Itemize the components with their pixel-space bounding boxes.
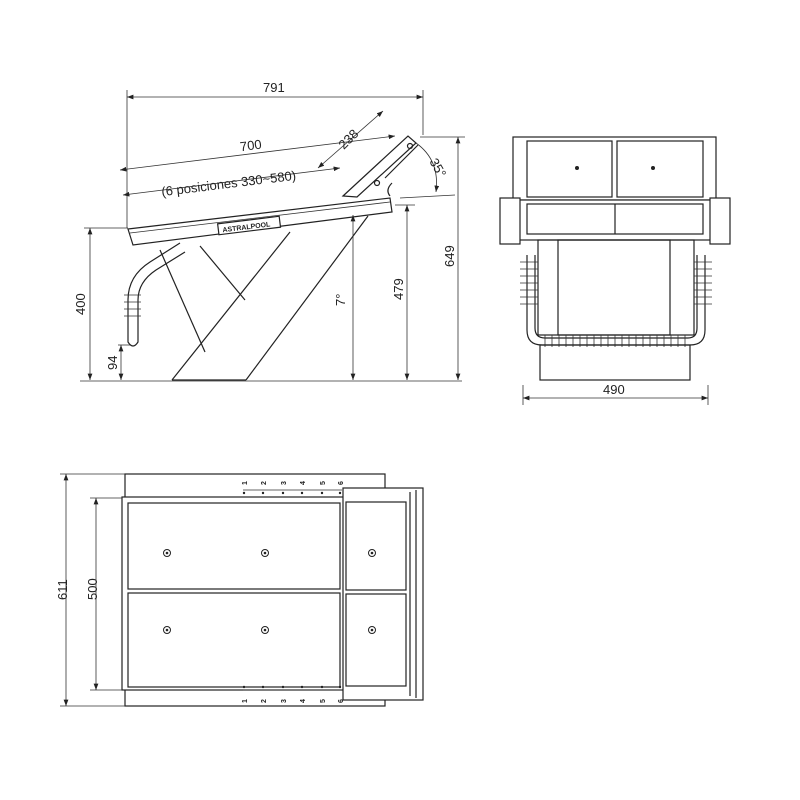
- bolt-icon: [261, 549, 269, 557]
- bolt-icon: [368, 549, 376, 557]
- bolt-icon: [163, 549, 171, 557]
- top-view: 1 1 2 2 3 3 4 4 5 5 6 6 611 500: [55, 473, 424, 707]
- angle-35: 35°: [427, 155, 450, 180]
- scale-tick: [242, 491, 246, 495]
- scale-tick: [300, 685, 304, 689]
- bolt-icon: [261, 626, 269, 634]
- dim-791: 791: [263, 80, 285, 95]
- scale-tick: [338, 491, 342, 495]
- scale-tick: [281, 491, 285, 495]
- side-view: ASTRALPOOL 791 700 (6 posiciones 330~580…: [73, 80, 465, 382]
- scale-tick: [261, 491, 265, 495]
- dim-238: 238: [335, 126, 361, 152]
- scale-number: 5: [320, 481, 327, 485]
- dim-500: 500: [85, 578, 100, 600]
- right-handle: [709, 197, 731, 245]
- angle-7: 7°: [333, 294, 348, 306]
- dim-649: 649: [442, 245, 457, 267]
- scale-tick: [242, 685, 246, 689]
- scale-tick: [261, 685, 265, 689]
- scale-number: 4: [300, 699, 307, 703]
- dim-94: 94: [105, 356, 120, 370]
- handrail: [127, 242, 186, 347]
- dim-611: 611: [55, 579, 70, 600]
- scale-tick: [338, 685, 342, 689]
- footrest: [341, 135, 417, 198]
- scale-number: 2: [261, 481, 268, 485]
- scale-number: 6: [338, 481, 345, 485]
- scale-number: 2: [261, 699, 268, 703]
- scale-tick: [320, 685, 324, 689]
- left-handle: [499, 197, 521, 245]
- scale-tick: [320, 491, 324, 495]
- brand-plate: [216, 215, 282, 236]
- scale-number: 6: [338, 699, 345, 703]
- scale-number: 3: [281, 481, 288, 485]
- scale-number: 1: [242, 481, 249, 485]
- dim-700: 700: [239, 137, 262, 155]
- scale-tick: [281, 685, 285, 689]
- scale-number: 5: [320, 699, 327, 703]
- scale-tick: [300, 491, 304, 495]
- scale-number: 3: [281, 699, 288, 703]
- dim-479: 479: [391, 278, 406, 300]
- dim-positions: (6 posiciones 330~580): [161, 168, 297, 199]
- dim-400: 400: [73, 293, 88, 315]
- dim-490: 490: [603, 382, 625, 397]
- bolt-icon: [368, 626, 376, 634]
- front-view: 490: [499, 136, 731, 405]
- scale-number: 4: [300, 481, 307, 485]
- bolt-icon: [163, 626, 171, 634]
- scale-number: 1: [242, 699, 249, 703]
